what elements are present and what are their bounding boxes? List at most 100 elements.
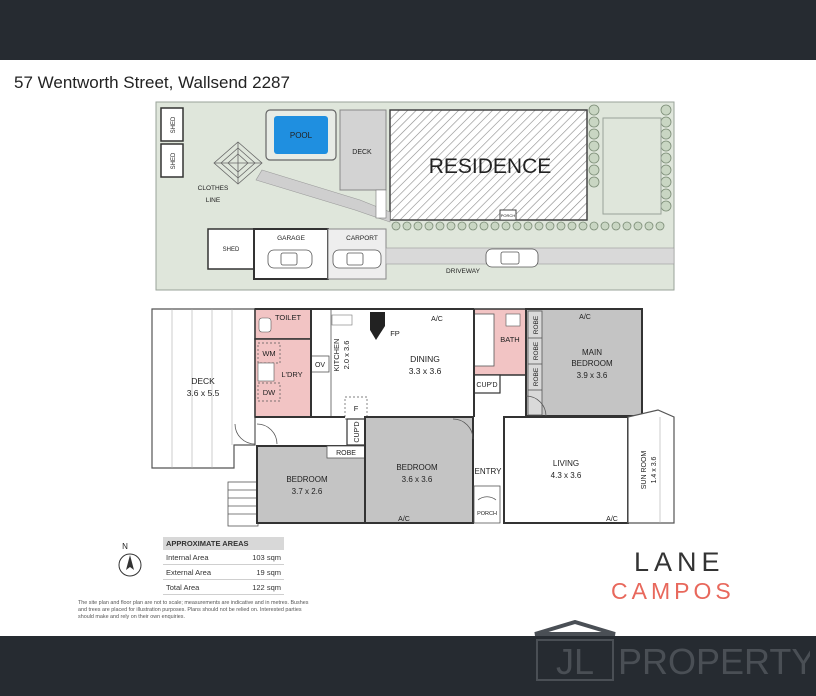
side-garden bbox=[602, 117, 662, 215]
area-value: 122 sqm bbox=[252, 583, 281, 592]
table-row: External Area 19 sqm bbox=[163, 565, 284, 580]
robe-3-label: ROBE bbox=[533, 367, 540, 386]
top-banner bbox=[0, 0, 816, 60]
main-bedroom-label-1: MAIN bbox=[582, 348, 602, 357]
shed-1-label: SHED bbox=[171, 116, 177, 133]
dining-size: 3.3 x 3.6 bbox=[409, 366, 442, 376]
brand-logo-line2: CAMPOS bbox=[611, 578, 735, 604]
approximate-areas-table: APPROXIMATE AREAS Internal Area 103 sqm … bbox=[163, 537, 284, 595]
brand-logo-line1: LANE bbox=[634, 547, 725, 577]
deck-stairs bbox=[227, 481, 259, 527]
cupboard-1-label: CUP'D bbox=[354, 421, 361, 442]
table-row: Internal Area 103 sqm bbox=[163, 550, 284, 565]
pool bbox=[274, 116, 328, 154]
kitchen-label: KITCHEN bbox=[332, 339, 341, 372]
main-bedroom-size: 3.9 x 3.6 bbox=[577, 371, 608, 380]
approximate-areas-heading: APPROXIMATE AREAS bbox=[163, 537, 284, 550]
bedroom-1 bbox=[256, 445, 366, 524]
address-title: 57 Wentworth Street, Wallsend 2287 bbox=[14, 73, 290, 92]
robe-2-label: ROBE bbox=[533, 341, 540, 360]
table-row: Total Area 122 sqm bbox=[163, 580, 284, 595]
shed-3 bbox=[207, 228, 255, 270]
site-deck-label: DECK bbox=[352, 149, 372, 156]
ac-bedroom-2-label: A/C bbox=[398, 516, 410, 523]
garden-path bbox=[255, 169, 391, 223]
site-stairs bbox=[375, 189, 387, 219]
disclaimer-text: The site plan and floor plan are not to … bbox=[78, 600, 309, 620]
carport-label: CARPORT bbox=[346, 235, 378, 242]
north-label: N bbox=[122, 542, 128, 551]
bedroom-1-label: BEDROOM bbox=[286, 475, 328, 484]
fridge-space bbox=[344, 396, 368, 420]
area-label: Internal Area bbox=[166, 553, 209, 562]
north-compass: N bbox=[118, 542, 142, 577]
entry-label: ENTRY bbox=[475, 467, 503, 476]
porch-area bbox=[473, 485, 501, 524]
residence-label: RESIDENCE bbox=[429, 155, 552, 178]
robe-strip bbox=[527, 310, 543, 416]
site-porch bbox=[499, 209, 517, 221]
property-watermark-logo: JL PROPERTY bbox=[534, 620, 810, 682]
clothes-line-label-2: LINE bbox=[206, 197, 221, 204]
main-bedroom-label-2: BEDROOM bbox=[571, 359, 613, 368]
bedroom-2 bbox=[364, 416, 474, 524]
bottom-banner bbox=[0, 636, 816, 696]
ac-main-bedroom-label: A/C bbox=[579, 314, 591, 321]
sink-fixture bbox=[331, 314, 353, 326]
floor-deck-boards bbox=[171, 309, 233, 468]
kitchen-size: 2.0 x 3.6 bbox=[342, 341, 351, 370]
tub-fixture bbox=[257, 362, 275, 382]
site-deck bbox=[339, 109, 387, 191]
site-plan: POOL DECK RESIDENCE PORCH SHED SHED CLOT… bbox=[155, 101, 675, 291]
floor-plan-diagram: POOL DECK RESIDENCE PORCH SHED SHED CLOT… bbox=[118, 101, 675, 577]
wm-label: WM bbox=[262, 349, 275, 358]
area-label: External Area bbox=[166, 568, 212, 577]
shrubs bbox=[391, 104, 672, 231]
shed-3-label: SHED bbox=[223, 247, 240, 253]
robe-4-label: ROBE bbox=[336, 450, 356, 457]
toilet-fixture bbox=[258, 317, 272, 333]
living-room bbox=[503, 416, 629, 524]
living-label: LIVING bbox=[553, 459, 579, 468]
area-label: Total Area bbox=[166, 583, 200, 592]
clothes-line bbox=[213, 141, 263, 185]
basin-fixture bbox=[505, 313, 521, 327]
floor-plan: DECK 3.6 x 5.5 TOILET WM DW L'DRY OV KIT… bbox=[151, 308, 675, 527]
cars bbox=[267, 248, 539, 269]
sun-room-label: SUN ROOM bbox=[641, 451, 648, 490]
deck-label: DECK bbox=[191, 376, 215, 386]
bedroom-2-size: 3.6 x 3.6 bbox=[402, 475, 433, 484]
fridge-label: F bbox=[354, 404, 359, 413]
cupboard-2-label: CUP'D bbox=[476, 382, 497, 389]
sun-room-size: 1.4 x 3.6 bbox=[651, 456, 658, 483]
area-value: 19 sqm bbox=[256, 568, 281, 577]
garage-label: GARAGE bbox=[277, 235, 305, 242]
bedroom-2-label: BEDROOM bbox=[396, 463, 438, 472]
robe-1-label: ROBE bbox=[533, 315, 540, 334]
bedroom-1-size: 3.7 x 2.6 bbox=[292, 487, 323, 496]
deck-size: 3.6 x 5.5 bbox=[187, 388, 220, 398]
dw-label: DW bbox=[263, 388, 276, 397]
oven-label: OV bbox=[315, 362, 325, 369]
residence bbox=[389, 109, 588, 221]
clothes-line-label-1: CLOTHES bbox=[198, 185, 229, 192]
ac-dining-label: A/C bbox=[431, 316, 443, 323]
main-bedroom bbox=[525, 308, 643, 417]
watermark-property: PROPERTY bbox=[618, 641, 810, 682]
laundry-label: L'DRY bbox=[281, 370, 302, 379]
shed-1 bbox=[160, 107, 184, 142]
bath-tub bbox=[473, 313, 495, 367]
driveway-label: DRIVEWAY bbox=[446, 268, 481, 275]
bath-label: BATH bbox=[500, 335, 519, 344]
area-value: 103 sqm bbox=[252, 553, 281, 562]
fireplace bbox=[370, 312, 385, 340]
ac-living-label: A/C bbox=[606, 516, 618, 523]
porch-label: PORCH bbox=[477, 511, 497, 517]
fp-label: FP bbox=[390, 329, 400, 338]
shed-2 bbox=[160, 143, 184, 178]
living-size: 4.3 x 3.6 bbox=[551, 471, 582, 480]
shed-2-label: SHED bbox=[171, 152, 177, 169]
sun-room bbox=[627, 409, 675, 524]
toilet-label: TOILET bbox=[275, 313, 302, 322]
deck-door bbox=[234, 423, 256, 445]
